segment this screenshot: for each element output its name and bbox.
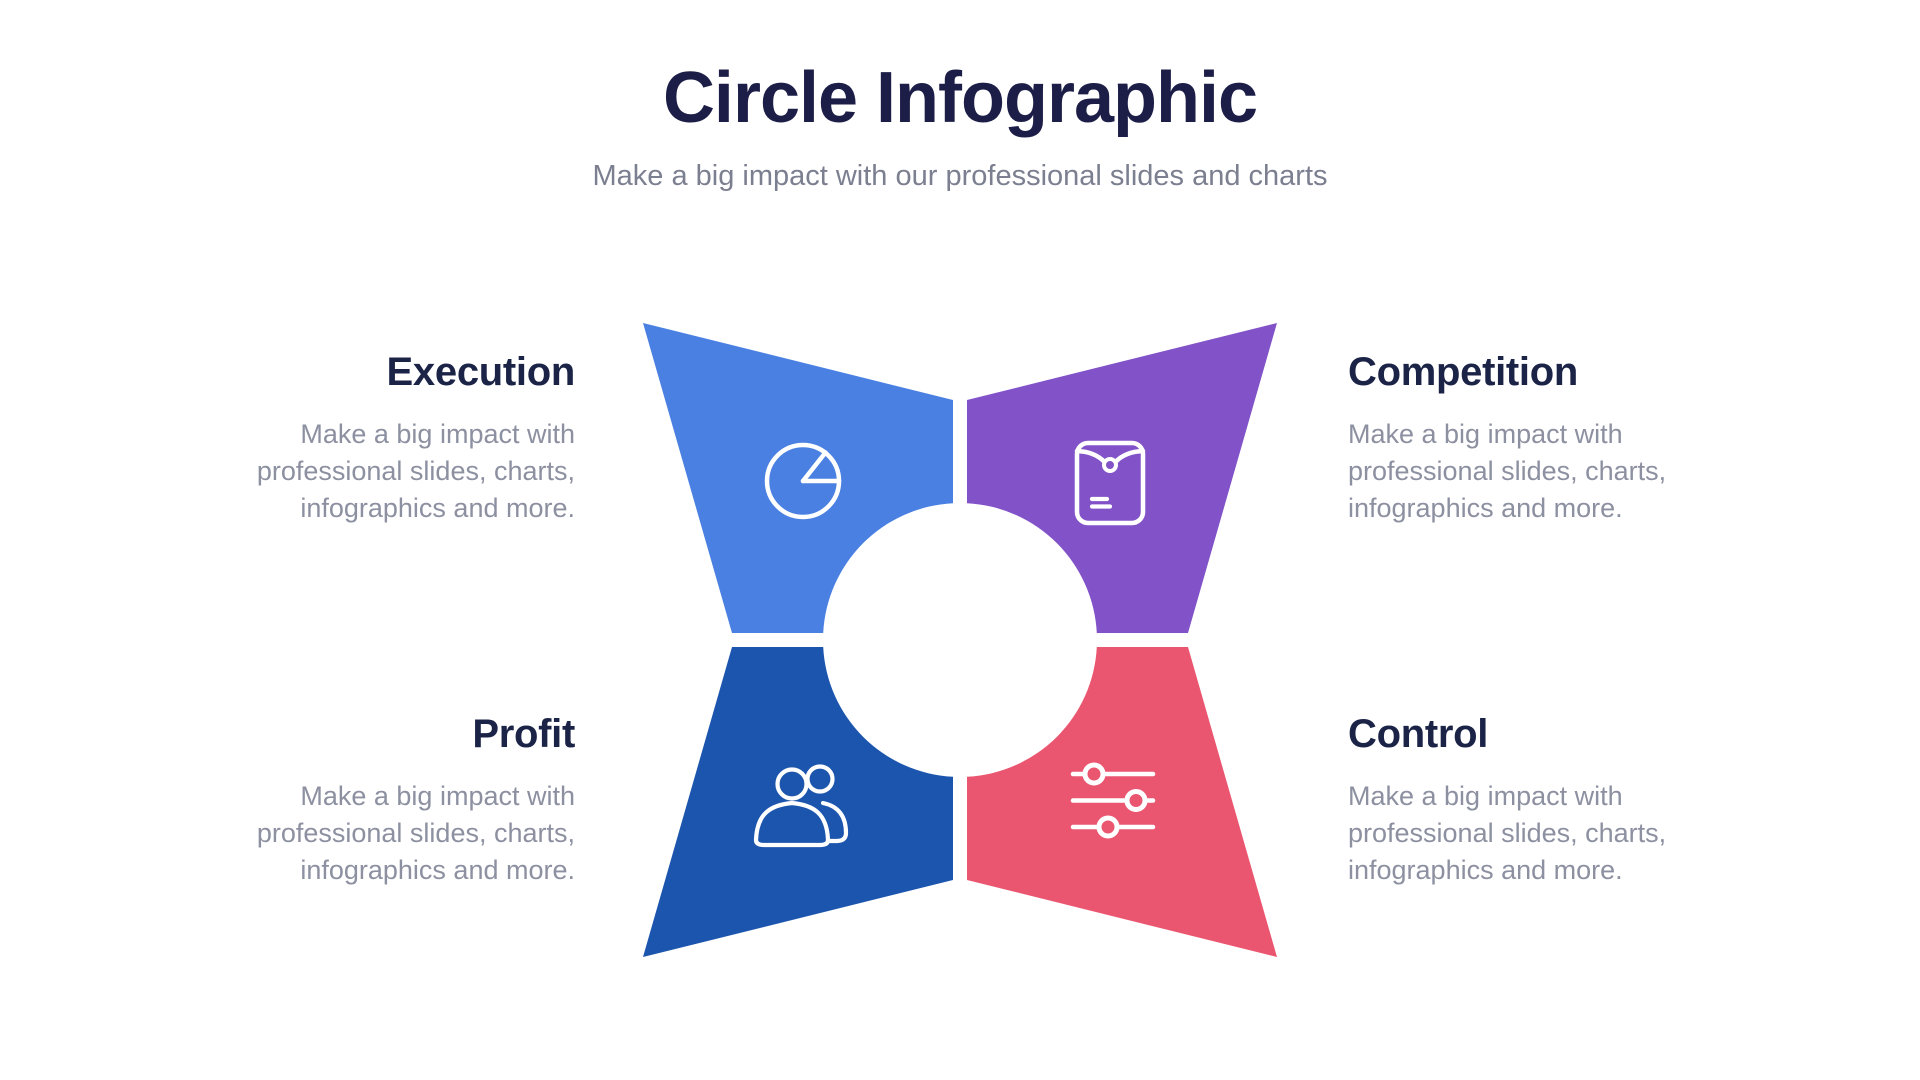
- users-icon: [753, 764, 849, 848]
- users-front-body: [753, 800, 831, 848]
- slider-knob-3: [1096, 815, 1120, 839]
- body-line: professional slides, charts,: [256, 818, 575, 848]
- body-line: Make a big impact with: [300, 781, 575, 811]
- card-competition-body: Make a big impact with professional slid…: [1348, 416, 1768, 527]
- body-line: infographics and more.: [1348, 855, 1623, 885]
- body-line: Make a big impact with: [1348, 419, 1623, 449]
- card-control-heading: Control: [1348, 712, 1489, 756]
- card-control-body: Make a big impact with professional slid…: [1348, 778, 1768, 889]
- body-line: infographics and more.: [300, 855, 575, 885]
- users-front-head: [775, 767, 809, 801]
- page-title: Circle Infographic: [662, 58, 1258, 138]
- pie-chart-icon: [764, 442, 842, 520]
- body-line: professional slides, charts,: [256, 456, 575, 486]
- header: Circle Infographic Make a big impact wit…: [0, 57, 1920, 194]
- sliders-icon: [1070, 762, 1156, 839]
- card-execution: Execution Make a big impact with profess…: [155, 348, 575, 527]
- body-line: professional slides, charts,: [1348, 456, 1667, 486]
- slider-knob-1: [1082, 762, 1106, 786]
- body-line: professional slides, charts,: [1348, 818, 1667, 848]
- card-profit: Profit Make a big impact with profession…: [155, 710, 575, 889]
- card-competition-heading: Competition: [1348, 350, 1579, 394]
- card-execution-heading: Execution: [386, 350, 576, 394]
- card-control: Control Make a big impact with professio…: [1348, 710, 1768, 889]
- card-execution-body: Make a big impact with professional slid…: [155, 416, 575, 527]
- page-subtitle: Make a big impact with our professional …: [592, 160, 1328, 192]
- card-profit-heading: Profit: [472, 712, 575, 756]
- envelope-icon: [1074, 440, 1146, 526]
- body-line: infographics and more.: [300, 493, 575, 523]
- body-line: Make a big impact with: [300, 419, 575, 449]
- card-profit-body: Make a big impact with professional slid…: [155, 778, 575, 889]
- slider-knob-2: [1124, 789, 1148, 812]
- competition-shape: [967, 323, 1277, 633]
- card-competition: Competition Make a big impact with profe…: [1348, 348, 1768, 527]
- envelope-clasp: [1102, 457, 1118, 473]
- body-line: Make a big impact with: [1348, 781, 1623, 811]
- body-line: infographics and more.: [1348, 493, 1623, 523]
- execution-shape: [643, 323, 953, 633]
